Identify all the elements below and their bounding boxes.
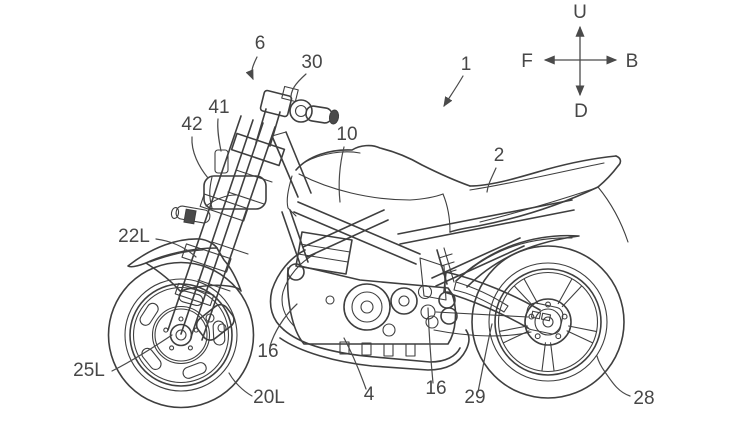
orientation-compass: U D F B: [521, 2, 638, 122]
label-28: 28: [596, 355, 655, 409]
label-20L: 20L: [228, 372, 285, 408]
front-wheel-slots: [139, 290, 226, 379]
throttle-housing: [289, 99, 313, 123]
label-29: 29: [464, 323, 493, 408]
label-10: 10: [336, 124, 358, 203]
bracket-41-part: [214, 149, 229, 174]
reference-number-16b: 16: [425, 378, 446, 399]
label-42: 42: [181, 114, 209, 179]
reference-number-22L: 22L: [118, 226, 150, 247]
handlebar-assembly: [255, 85, 340, 147]
disc-bolts: [163, 316, 199, 351]
swingarm-pivot-plate: [419, 257, 447, 301]
rear-wheel: [471, 245, 625, 399]
reference-number-16a: 16: [257, 341, 278, 362]
leader-line-41: [217, 118, 222, 152]
leader-line-20L: [228, 372, 253, 397]
fender-bracket: [181, 243, 232, 273]
reference-number-25L: 25L: [73, 360, 105, 381]
seat-tail-top: [469, 155, 617, 187]
compass-letter-front: F: [521, 51, 533, 72]
front-fender: [127, 238, 242, 292]
leader-line-10: [338, 146, 345, 203]
label-4: 4: [343, 337, 375, 405]
frame-trellis: [271, 131, 575, 301]
top-triple-clamp: [230, 132, 286, 167]
label-41: 41: [208, 97, 230, 152]
bar-clamp: [259, 89, 293, 118]
rear-shock: [436, 249, 448, 285]
front-sprocket: [425, 315, 439, 329]
tank-side: [298, 173, 444, 201]
reference-number-30: 30: [301, 52, 322, 73]
reference-number-20L: 20L: [253, 387, 285, 408]
fuel-tank-top: [295, 144, 471, 187]
leader-line-2: [486, 167, 497, 193]
leader-line-6: [245, 56, 258, 81]
crankcase: [286, 265, 457, 345]
reference-number-2: 2: [494, 145, 505, 166]
leader-line-1: [443, 75, 464, 108]
leader-line-25L: [111, 334, 173, 372]
tail-seam: [469, 162, 605, 191]
leader-line-16b: [427, 307, 434, 384]
reference-number-10: 10: [336, 124, 357, 145]
leader-line-28: [596, 355, 631, 397]
leader-line-29: [477, 323, 493, 393]
belly-exhaust: [279, 329, 470, 371]
right-grip: [305, 105, 333, 124]
reference-number-42: 42: [181, 114, 202, 135]
engine: [286, 231, 458, 357]
reference-number-28: 28: [633, 388, 654, 409]
chain-top: [435, 311, 529, 318]
compass-letter-back: B: [626, 51, 639, 72]
leader-line-16a: [269, 303, 298, 347]
brake-disc: [151, 305, 211, 365]
label-22L: 22L: [118, 226, 197, 258]
bar-end: [328, 109, 340, 125]
reference-number-4: 4: [364, 384, 375, 405]
label-25L: 25L: [73, 334, 173, 381]
exhaust-header: [269, 249, 306, 331]
label-30: 30: [290, 52, 323, 101]
left-handlebar-grip: [170, 194, 237, 225]
label-16b: 16: [425, 307, 447, 399]
leader-line-42: [191, 136, 209, 179]
reference-number-1: 1: [461, 54, 472, 75]
rear-hugger: [455, 234, 580, 288]
label-6: 6: [245, 33, 266, 81]
exhaust: [269, 249, 470, 371]
rear-wheel-spokes: [499, 278, 597, 372]
reference-labels: 6 30 41 42 10 1 2 22L 16 25L 20L 4 16 29 28: [73, 33, 654, 409]
brake-lever: [205, 194, 237, 207]
chain-bottom: [433, 329, 532, 337]
reference-number-41: 41: [208, 97, 229, 118]
compass-letter-up: U: [573, 2, 587, 23]
leader-line-30: [290, 73, 307, 101]
compass-letter-down: D: [574, 101, 588, 122]
headlight: [203, 149, 267, 210]
front-wheel: [107, 261, 255, 409]
leader-line-22L: [155, 238, 197, 258]
reference-number-6: 6: [255, 33, 266, 54]
label-2: 2: [486, 145, 505, 193]
reference-number-29: 29: [464, 387, 485, 408]
leader-line-4: [343, 337, 367, 390]
label-16a: 16: [257, 303, 298, 362]
label-1: 1: [443, 54, 472, 108]
